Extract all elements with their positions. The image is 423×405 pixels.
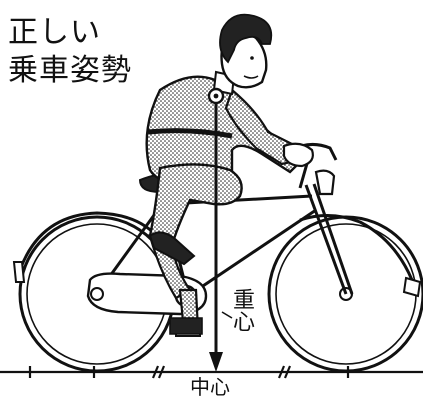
rider-hair bbox=[219, 13, 273, 64]
shoe bbox=[148, 231, 196, 266]
front-fender bbox=[299, 214, 414, 281]
center-label: 中心 bbox=[190, 375, 230, 399]
rear-fender bbox=[18, 211, 162, 271]
rider-figure bbox=[145, 13, 314, 335]
page-title-line1: 正しい bbox=[8, 15, 101, 50]
page-title-line2: 乗車姿勢 bbox=[8, 53, 132, 88]
hand bbox=[282, 142, 314, 168]
center-of-gravity-label: 重心 bbox=[229, 288, 254, 332]
gravity-line bbox=[207, 87, 233, 372]
